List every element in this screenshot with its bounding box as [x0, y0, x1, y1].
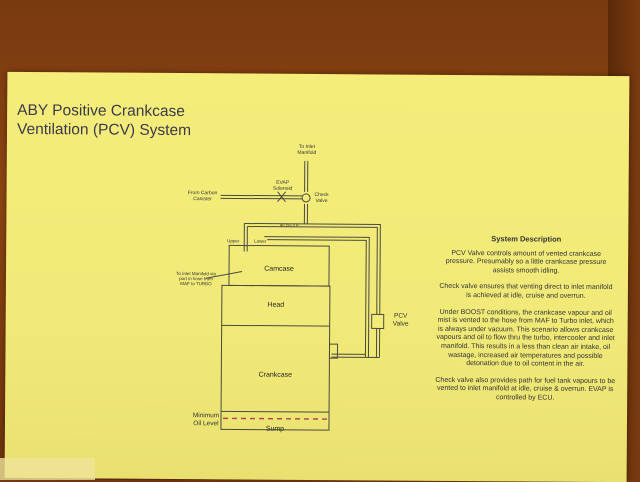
engine-camcase: Camcase — [229, 265, 329, 273]
pcv-valve-box — [372, 314, 384, 328]
label-evap-solenoid: EVAP Solenoid — [270, 180, 296, 192]
diagram-sheet: ABY Positive Crankcase Ventilation (PCV)… — [5, 72, 630, 482]
hose-inner-2 — [266, 240, 366, 358]
pcv-outlet-stub — [329, 344, 337, 358]
label-upper: Upper — [225, 238, 241, 244]
label-minimum-oil-level: Minimum Oil Level — [191, 412, 221, 427]
pipe-from-canister — [221, 195, 303, 196]
engine-crankcase: Crankcase — [221, 371, 329, 379]
corner-card — [0, 458, 95, 480]
description-paragraph-3: Under BOOST conditions, the crankcase va… — [435, 308, 615, 369]
label-check-valve: Check Valve — [310, 192, 334, 204]
hose-inner — [263, 237, 369, 358]
label-inlet-manifold-hose: To Inlet Manifold via port in hose from … — [174, 271, 218, 286]
description-paragraph-4: Check valve also provides path for fuel … — [435, 377, 615, 404]
engine-sump: Sump — [221, 425, 329, 433]
label-to-inlet-manifold: To Inlet Manifold — [289, 144, 325, 156]
description-paragraph-2: Check valve ensures that venting direct … — [436, 283, 616, 301]
label-from-carbon-canister: From Carbon Canister — [185, 190, 221, 202]
system-description: System Description PCV Valve controls am… — [435, 235, 616, 412]
description-heading: System Description — [436, 235, 616, 245]
head-crankcase-divider — [222, 325, 330, 326]
label-hose: 90 DG 0 P — [274, 223, 304, 229]
engine-head: Head — [222, 301, 330, 309]
oil-level-line — [223, 418, 327, 419]
description-paragraph-1: PCV Valve controls amount of vented cran… — [436, 249, 616, 276]
label-pcv-valve: PCV Valve — [390, 313, 412, 328]
pipe-from-canister-2 — [221, 198, 303, 199]
evap-solenoid-symbol — [278, 192, 286, 202]
label-lower: Lower — [252, 239, 268, 245]
crankcase-sump-divider — [221, 411, 329, 412]
